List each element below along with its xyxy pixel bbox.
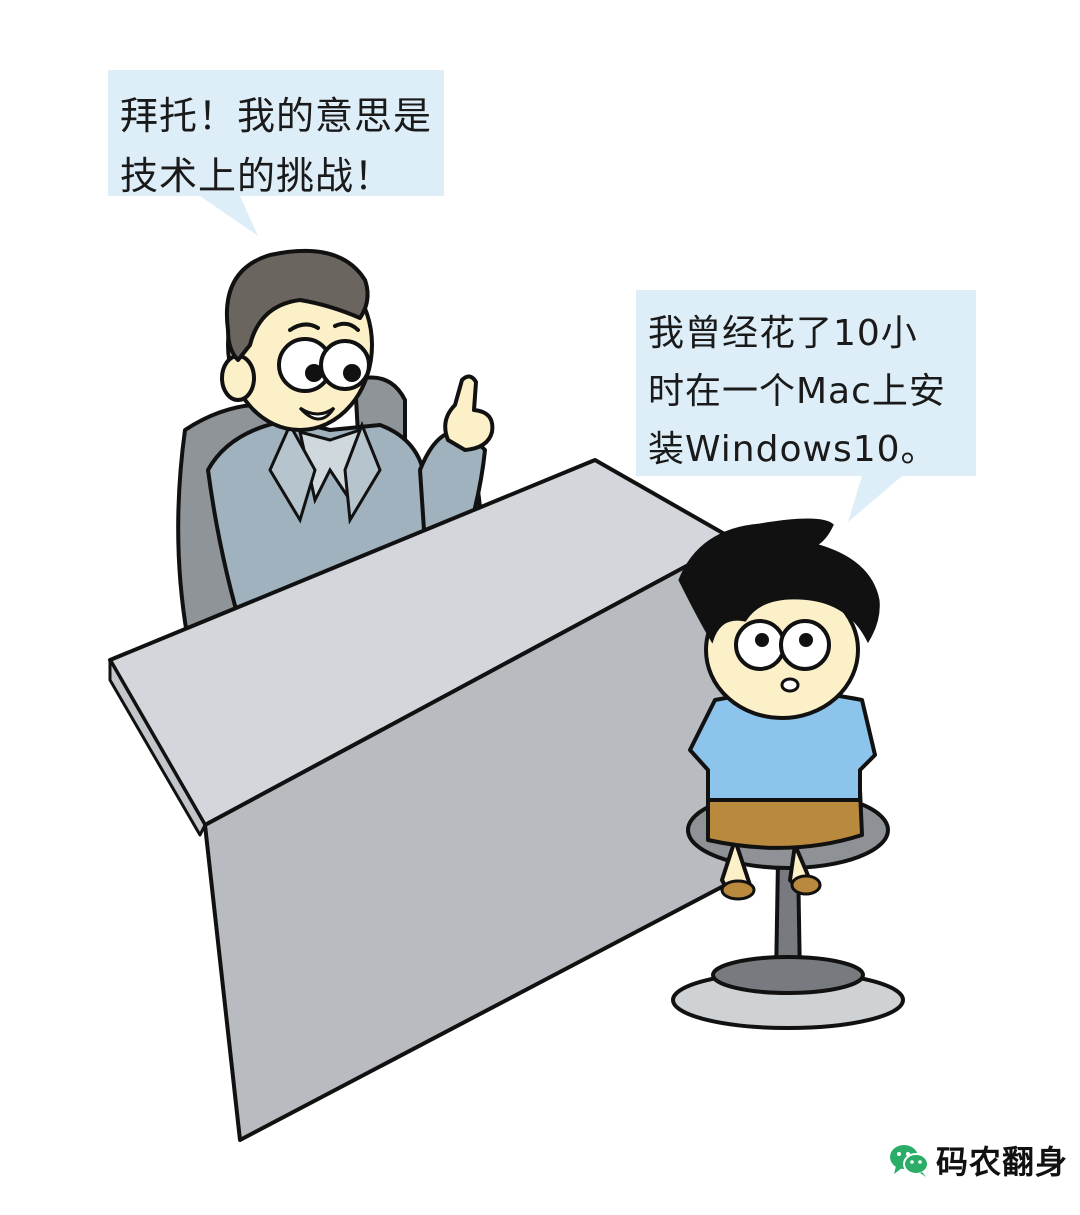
boss-speech-text: 拜托！我的意思是 技术上的挑战！ [120, 86, 432, 206]
boss-speech-bubble [108, 70, 444, 236]
watermark: 码农翻身 [888, 1137, 1068, 1183]
kid-character [671, 518, 905, 1030]
kid-speech-bubble [636, 290, 976, 522]
wechat-icon [890, 1145, 929, 1177]
kid-speech-line: 我曾经花了10小 [648, 313, 918, 354]
kid-speech-text: 我曾经花了10小 时在一个Mac上安 装Windows10。 [648, 305, 946, 479]
boss-speech-line: 技术上的挑战！ [120, 154, 394, 198]
kid-speech-line: 装Windows10。 [648, 429, 938, 470]
boss-speech-line: 拜托！我的意思是 [120, 94, 433, 138]
watermark-label: 码农翻身 [936, 1143, 1069, 1181]
kid-speech-line: 时在一个Mac上安 [648, 371, 946, 412]
desk [108, 458, 737, 1142]
